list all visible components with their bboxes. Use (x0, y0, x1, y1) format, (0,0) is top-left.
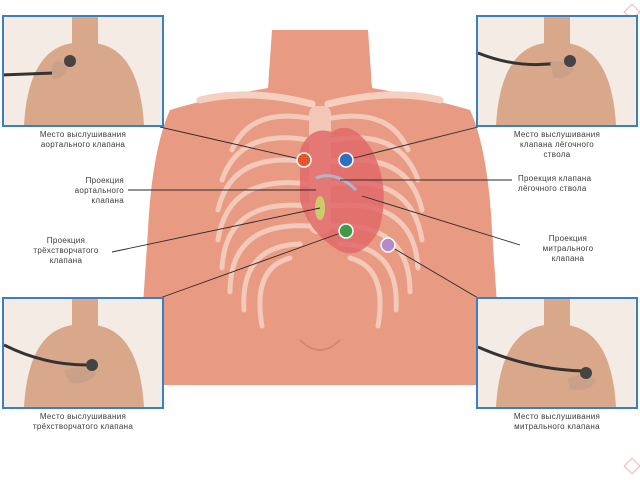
left-ribs (215, 113, 311, 329)
stethoscope-icon (64, 55, 76, 67)
aortic-projection-label: Проекция аортального клапана (74, 176, 124, 205)
right-clavicle (324, 91, 444, 108)
navel-line (299, 339, 341, 351)
pulmonary-site-label: Место выслушивания клапана лёгочного ств… (513, 130, 601, 159)
stethoscope-icon (86, 359, 98, 371)
pulmonary-projection-label: Проекция клапана лёгочного ствола (518, 174, 592, 193)
mitral-site-label: Место выслушивания митрального клапана (513, 412, 601, 431)
left-clavicle (196, 91, 316, 108)
tricuspid-projection-label: Проекция трёхстворчатого клапана (33, 236, 99, 265)
mitral-site-photo (476, 297, 638, 409)
tricuspid-site-photo (2, 297, 164, 409)
pulmonary-site-photo (476, 15, 638, 127)
aortic-site-label: Место выслушивания аортального клапана (39, 130, 127, 149)
heart (300, 127, 384, 254)
tricuspid-site-label: Место выслушивания трёхстворчатого клапа… (32, 412, 134, 431)
pulmonary-trunk-projection (315, 174, 358, 192)
leader-lines (111, 126, 521, 299)
mitral-auscultation-marker (380, 237, 396, 253)
mitral-projection-label: Проекция митрального клапана (542, 234, 594, 263)
stethoscope-icon (580, 367, 592, 379)
tricuspid-auscultation-marker (338, 223, 354, 239)
aortic-auscultation-marker (296, 152, 312, 168)
aortic-site-photo (2, 15, 164, 127)
stethoscope-icon (564, 55, 576, 67)
pulmonary-auscultation-marker (338, 152, 354, 168)
